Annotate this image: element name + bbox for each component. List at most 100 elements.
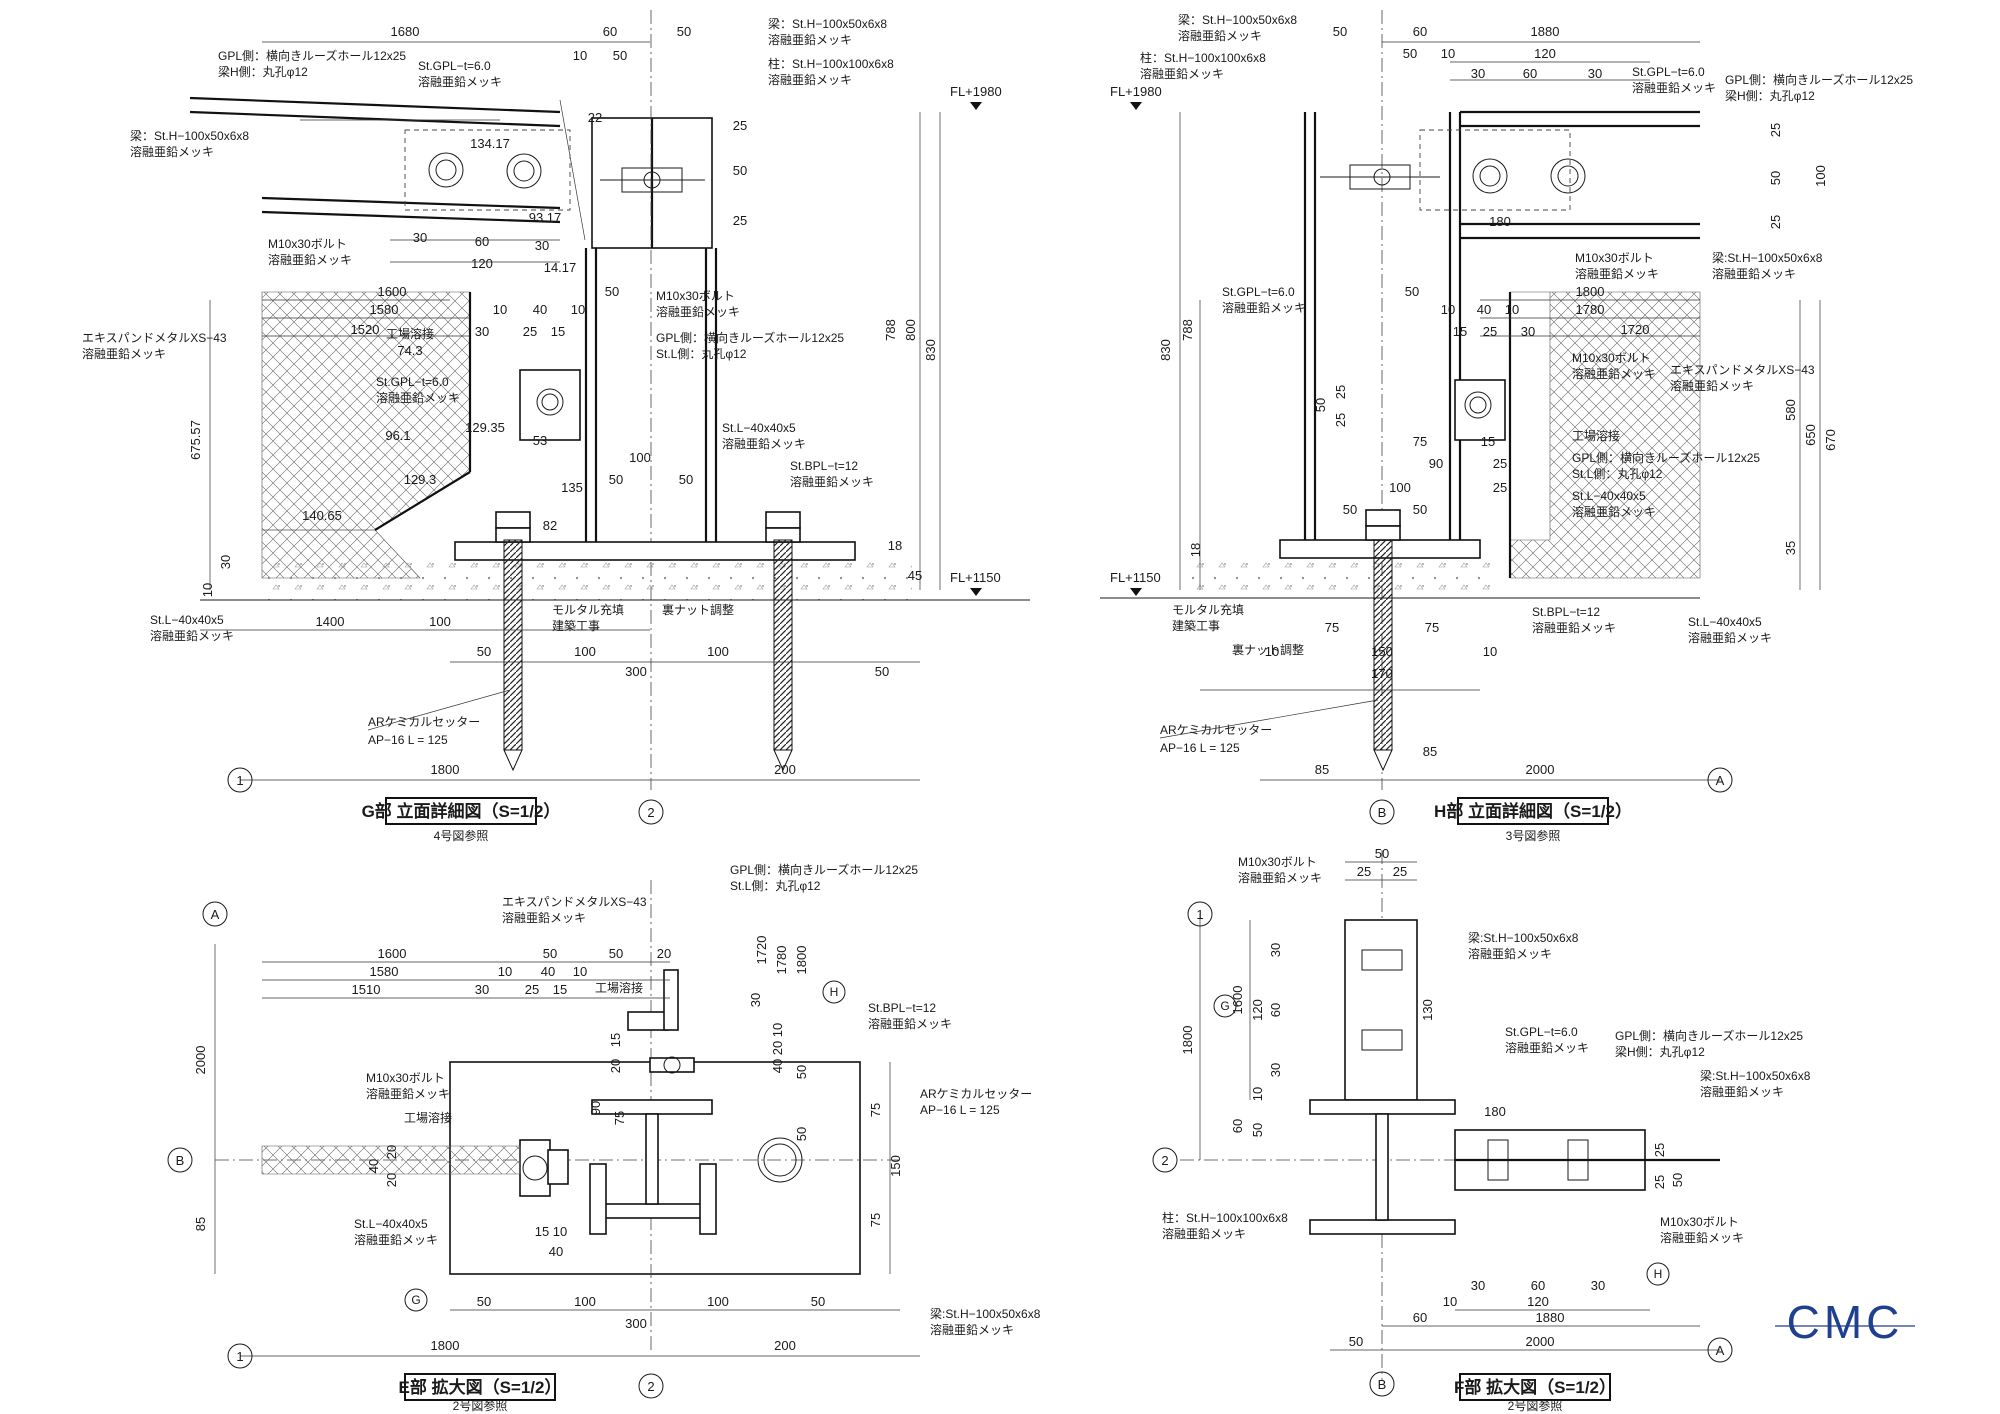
dim: 30 [413,230,427,245]
dim: 20 [384,1173,399,1187]
dim: 18 [1188,543,1203,557]
note-gpl: St.GPL−t=6.0 [1505,1025,1578,1039]
dim: 50 [477,644,491,659]
note-plating: 溶融亜鉛メッキ [1468,946,1552,961]
grid-bubble-A [1707,767,1733,793]
dim: 300 [625,664,647,679]
logo-text: CMC [1787,1296,1904,1348]
grid-bubble-A [1707,1337,1733,1363]
note-plating: 溶融亜鉛メッキ [1572,504,1656,519]
dim: 170 [1371,666,1393,681]
dim: 20 [608,1059,623,1073]
level-label: FL+1150 [950,570,1001,585]
note-mesh: エキスパンドメタルXS−43 [502,895,647,909]
dim: 1800 [794,946,809,975]
dim: 50 [1343,502,1357,517]
dim: 25 [1333,413,1348,427]
note-plating: 溶融亜鉛メッキ [1505,1040,1589,1055]
dim: 50 [794,1065,809,1079]
note-plating: 溶融亜鉛メッキ [656,304,740,319]
dim: 800 [903,319,918,341]
dim: 50 [677,24,691,39]
note-bolt: M10x30ボルト [1238,855,1317,869]
dim: 75 [868,1213,883,1227]
dim: 20 [657,946,671,961]
dim: 15 [551,324,565,339]
dim: 130 [1420,999,1435,1021]
dim: 30 [1268,943,1283,957]
marker-label: H [830,985,839,999]
dim: 10 [1250,1087,1265,1101]
grid-label: 2 [647,805,654,820]
dim: 10 [1265,644,1279,659]
note-gpl: St.GPL−t=6.0 [1632,65,1705,79]
dim: 100 [629,450,651,465]
slot-hole [1550,158,1586,194]
dim: 50 [609,472,623,487]
dim: 50 [1413,502,1427,517]
dim: 60 [1413,24,1427,39]
note-column: 柱：St.H−100x100x6x8 [1140,50,1266,65]
dim: 15 [553,982,567,997]
note-anchor: ARケミカルセッター [368,715,480,729]
note-anchor-spec: AP−16 L = 125 [920,1103,1000,1117]
gpl-plate [519,369,581,441]
dim: 74.3 [397,343,422,358]
grid-label: A [211,907,220,922]
grid-bubble-B [1369,799,1395,825]
anchor-bolt-left [495,511,531,772]
beam-inclined [189,96,586,241]
dim: 50 [1349,1334,1363,1349]
note-gpl-slot: GPL側：横向きルーズホール12x25 [218,48,406,63]
dim: 85 [1423,744,1437,759]
note-nut: 裏ナット調整 [1232,642,1304,657]
dim: 30 [1588,66,1602,81]
note-plating: 溶融亜鉛メッキ [1162,1226,1246,1241]
dim: 30 [475,324,489,339]
dim: 1880 [1536,1310,1565,1325]
view-title: H部 立面詳細図（S=1/2） [1434,801,1632,821]
dim: 14.17 [544,260,577,275]
dim: 25 [1652,1143,1667,1157]
view-title-box [1459,1373,1611,1401]
gpl-plate [1454,379,1506,441]
anchor-hole [757,1137,803,1183]
dim: 60 [603,24,617,39]
dim: 22 [588,110,602,125]
dim: 200 [774,762,796,777]
dim: 60 [1268,1003,1283,1017]
dim: 50 [605,284,619,299]
note-beam: 梁：St.H−100x50x6x8 [1178,12,1297,27]
dim: 25 [1333,385,1348,399]
note-shop-weld: 工場溶接 [404,1110,452,1125]
dim: 90 [588,1101,603,1115]
dim: 120 [471,256,493,271]
dim: 50 [477,1294,491,1309]
gpl-outline [1419,129,1571,211]
dim: 10 [573,964,587,979]
company-logo: CMC [1775,1296,1915,1348]
level-label: FL+1150 [1110,570,1161,585]
note-mortar: モルタル充填 [1172,602,1244,617]
note-plating: 溶融亜鉛メッキ [268,252,352,267]
dim: 129.35 [465,420,505,435]
dim: 20 [384,1145,399,1159]
dim: 1800 [431,762,460,777]
dim: 670 [1823,429,1838,451]
grid-bubble-B [1369,1371,1395,1397]
dim: 180 [1484,1104,1506,1119]
dim: 25 [1768,123,1783,137]
dim: 1720 [754,936,769,965]
gpl [649,1057,695,1073]
dim: 50 [1375,846,1389,861]
dim: 85 [193,1217,208,1231]
note-beam: 梁:St.H−100x50x6x8 [930,1306,1041,1321]
dim: 15 [608,1033,623,1047]
dim: 1800 [1576,284,1605,299]
note-plating: 溶融亜鉛メッキ [868,1016,952,1031]
dim: 25 [523,324,537,339]
note-arch: 建築工事 [1172,618,1220,633]
dim: 60 [475,234,489,249]
note-plating: 溶融亜鉛メッキ [1632,80,1716,95]
note-gpl-slot: GPL側：横向きルーズホール12x25 [1725,72,1913,87]
